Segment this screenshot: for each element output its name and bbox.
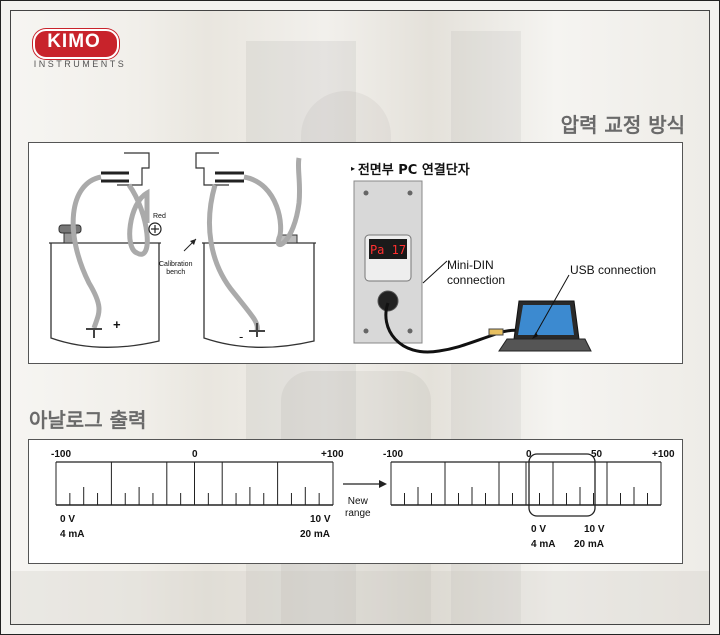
new-range-label: New range <box>345 496 371 519</box>
red-label: Red <box>153 213 166 220</box>
left-tank <box>50 243 160 348</box>
right-connector <box>195 152 229 186</box>
plus-sign: + <box>113 317 121 332</box>
left-tube-2 <box>126 183 150 257</box>
mini-din-label: Mini-DIN connection <box>447 258 506 287</box>
left-tube-1 <box>70 174 102 329</box>
left-scale-center: 0 <box>192 449 198 460</box>
pressure-calibration-panel: Pa 17 Red Calibration bench + - ▸ 전면부 PC… <box>28 142 683 364</box>
analog-output-panel: -100 0 +100 0 V 4 mA 10 V 20 mA New rang… <box>28 439 683 564</box>
calibration-diagram: Pa 17 <box>49 152 592 354</box>
left-scale <box>55 461 334 506</box>
kimo-logo: KIMO INSTRUMENTS <box>31 29 129 77</box>
pressure-calibration-title: 압력 교정 방식 <box>560 113 685 137</box>
laptop-screen <box>518 305 574 335</box>
bench-arrowhead <box>190 239 196 245</box>
left-scale-20ma: 20 mA <box>300 529 331 540</box>
logo-oval <box>33 29 119 59</box>
right-scale-4ma: 4 mA <box>531 539 556 550</box>
left-tank-cap <box>58 224 82 234</box>
new-range-arrowhead <box>379 480 387 488</box>
logo-subtitle: INSTRUMENTS <box>33 59 127 69</box>
minus-sign: - <box>239 329 244 344</box>
usb-leader-arrowhead <box>532 332 538 339</box>
right-scale-0v: 0 V <box>531 524 547 535</box>
right-scale-20ma: 20 mA <box>574 539 605 550</box>
device-display <box>369 239 407 259</box>
mini-din-leader <box>422 260 448 284</box>
pc-connection-title: ▸ 전면부 PC 연결단자 <box>351 159 470 178</box>
right-tube-2 <box>207 184 260 332</box>
new-range-highlight <box>528 453 596 517</box>
right-scale-max: +100 <box>652 449 675 460</box>
left-scale-4ma: 4 mA <box>60 529 85 540</box>
usb-leader <box>533 274 570 338</box>
right-scale-zero: 0 <box>526 449 532 460</box>
analog-output-title: 아날로그 출력 <box>29 408 147 432</box>
screw-icon <box>363 328 369 334</box>
left-scale-max: +100 <box>321 449 344 460</box>
screw-icon <box>407 190 413 196</box>
right-scale-min: -100 <box>383 449 404 460</box>
left-scale-min: -100 <box>51 449 72 460</box>
screw-icon <box>407 328 413 334</box>
usb-plug <box>488 328 504 336</box>
calibration-bench-label: Calibration bench <box>159 261 193 276</box>
screw-icon <box>363 190 369 196</box>
left-connector <box>117 152 150 186</box>
bg-floor <box>11 571 709 624</box>
right-tank <box>203 243 315 348</box>
analog-scales <box>55 453 662 517</box>
left-scale-0v: 0 V <box>60 514 76 525</box>
red-port-icon <box>148 222 162 236</box>
device-display-text: Pa 17 <box>370 243 406 257</box>
mini-din-port <box>377 290 399 312</box>
right-scale <box>390 461 662 506</box>
pc-connection-title-text: 전면부 PC 연결단자 <box>357 163 470 178</box>
logo-text: KIMO <box>47 31 101 52</box>
usb-connection-label: USB connection <box>570 263 657 277</box>
right-tube-1 <box>243 157 303 247</box>
left-scale-10v: 10 V <box>310 514 331 525</box>
right-scale-fifty: 50 <box>591 449 603 460</box>
laptop-base <box>498 338 592 352</box>
bullet-icon: ▸ <box>351 164 358 173</box>
right-scale-10v: 10 V <box>584 524 605 535</box>
